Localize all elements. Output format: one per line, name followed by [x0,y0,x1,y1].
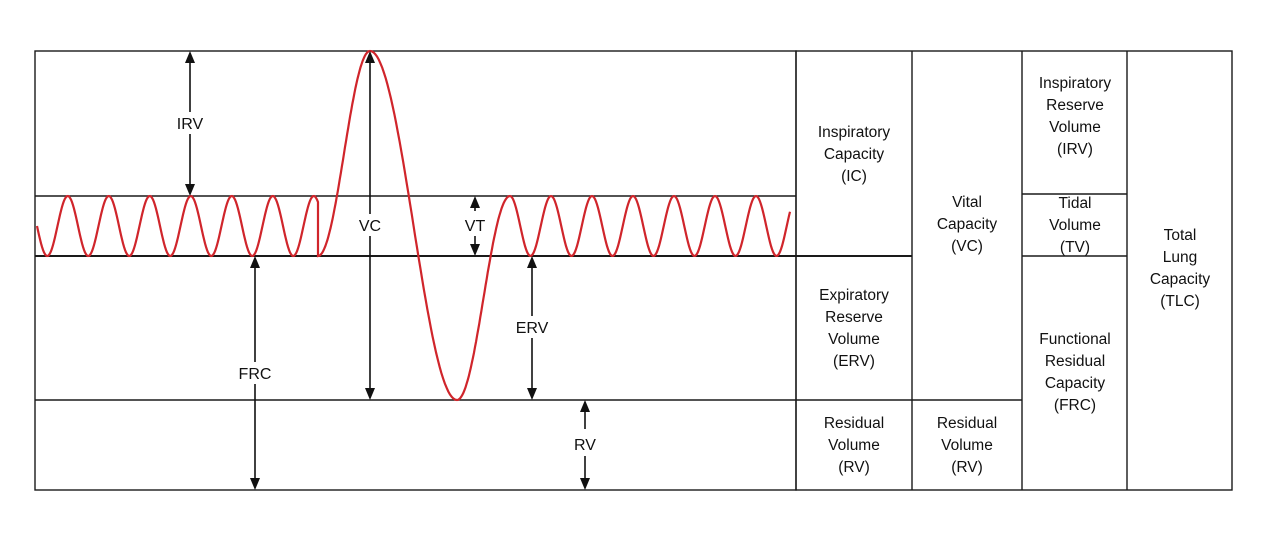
vt-arrow [470,196,480,256]
rv-arrow [580,400,590,490]
erv-label: ERV [516,320,549,337]
graph-panel: IRV VC VT FRC [34,49,912,491]
graph-frame [34,50,797,491]
rv-label: RV [574,437,596,454]
frc-label: FRC [239,366,272,383]
breathing-wave [35,49,792,402]
vc-label: VC [359,218,381,235]
table-frame [795,50,1233,491]
vt-label: VT [465,218,486,235]
irv-label: IRV [177,116,204,133]
